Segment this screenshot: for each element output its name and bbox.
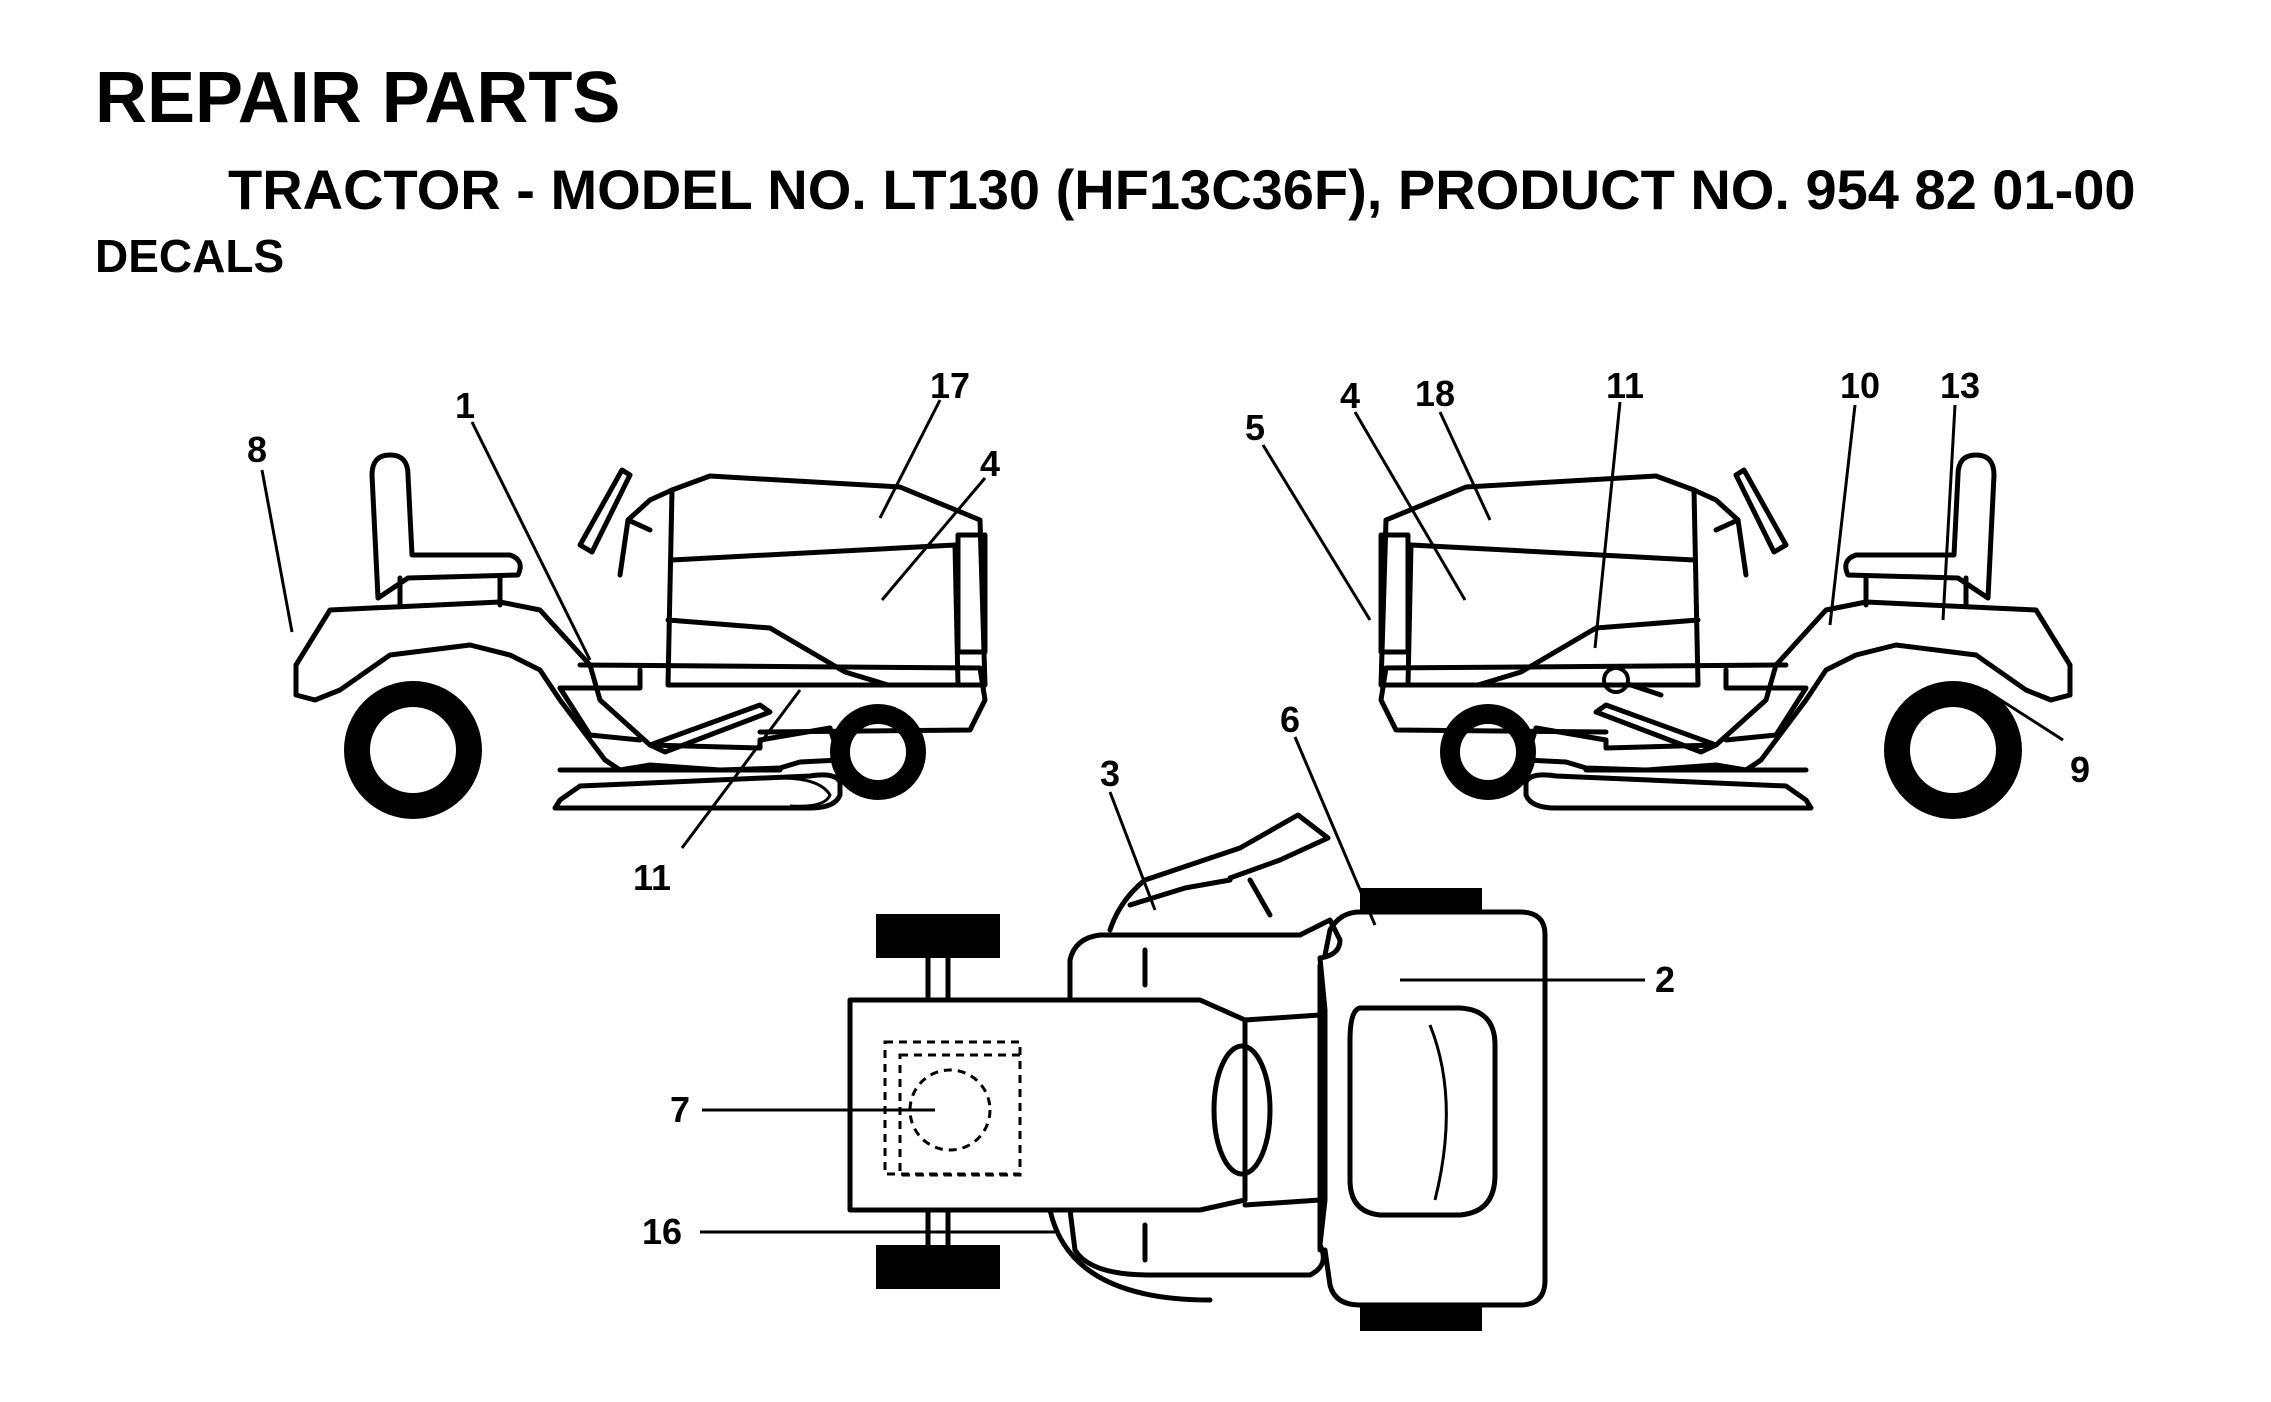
callout-6: 6 <box>1280 699 1300 740</box>
callout-8: 8 <box>247 429 267 470</box>
callout-4: 4 <box>980 443 1000 484</box>
callout-11: 11 <box>633 857 671 898</box>
tractor-left-side-view <box>293 452 988 819</box>
callout-labels: 1 8 17 4 11 5 4 18 11 10 13 9 3 6 2 7 16 <box>247 365 2090 1252</box>
section-heading: DECALS <box>95 230 285 282</box>
callout-2: 2 <box>1655 959 1675 1000</box>
callout-1: 1 <box>455 385 475 426</box>
callout-5: 5 <box>1245 407 1265 448</box>
callout-10: 10 <box>1840 365 1880 406</box>
callout-13: 13 <box>1940 365 1980 406</box>
page-title: REPAIR PARTS <box>95 58 621 138</box>
callout-4b: 4 <box>1340 375 1360 416</box>
model-subtitle: TRACTOR - MODEL NO. LT130 (HF13C36F), PR… <box>228 158 2136 221</box>
callout-3: 3 <box>1100 753 1120 794</box>
leader-lines <box>260 399 2064 1234</box>
callout-17: 17 <box>930 365 970 406</box>
tractor-right-side-view <box>1378 452 2073 819</box>
callout-11b: 11 <box>1606 365 1644 406</box>
callout-16: 16 <box>642 1211 682 1252</box>
tractor-top-view <box>847 812 1548 1331</box>
callout-7: 7 <box>670 1089 690 1130</box>
callout-9: 9 <box>2070 749 2090 790</box>
callout-18: 18 <box>1415 373 1455 414</box>
